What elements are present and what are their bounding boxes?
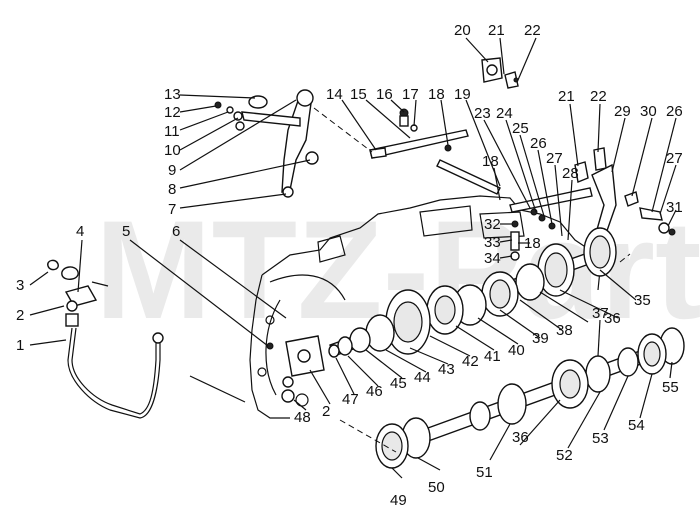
callout-13: 13 bbox=[164, 86, 181, 103]
callout-45: 45 bbox=[390, 375, 407, 392]
leader-lines bbox=[29, 37, 677, 479]
callout-12: 12 bbox=[164, 104, 181, 121]
detent-parts bbox=[624, 191, 676, 236]
callout-54: 54 bbox=[628, 417, 645, 434]
callout-14: 14 bbox=[326, 86, 343, 103]
callout-18: 18 bbox=[482, 153, 499, 170]
callout-2: 2 bbox=[322, 403, 330, 420]
callout-1: 1 bbox=[16, 337, 24, 354]
callout-17: 17 bbox=[402, 86, 419, 103]
callout-52: 52 bbox=[556, 447, 573, 464]
callout-18: 18 bbox=[524, 235, 541, 252]
callout-24: 24 bbox=[496, 105, 513, 122]
callout-48: 48 bbox=[294, 409, 311, 426]
callout-30: 30 bbox=[640, 103, 657, 120]
callout-51: 51 bbox=[476, 464, 493, 481]
callout-34: 34 bbox=[484, 250, 501, 267]
callout-11: 11 bbox=[164, 123, 180, 140]
callout-18: 18 bbox=[428, 86, 445, 103]
callout-2: 2 bbox=[16, 307, 24, 324]
callout-38: 38 bbox=[556, 322, 573, 339]
callout-labels: 1 2 2 3 4 5 6 7 8 9 10 11 12 13 14 15 16… bbox=[16, 22, 683, 509]
callout-42: 42 bbox=[462, 353, 479, 370]
callout-6: 6 bbox=[172, 223, 180, 240]
callout-49: 49 bbox=[390, 492, 407, 509]
callout-41: 41 bbox=[484, 348, 501, 365]
callout-23: 23 bbox=[474, 105, 491, 122]
callout-5: 5 bbox=[122, 223, 130, 240]
callout-22: 22 bbox=[590, 88, 607, 105]
callout-27: 27 bbox=[546, 150, 563, 167]
callout-29: 29 bbox=[614, 103, 631, 120]
callout-7: 7 bbox=[168, 201, 176, 218]
callout-47: 47 bbox=[342, 391, 359, 408]
callout-22: 22 bbox=[524, 22, 541, 39]
callout-32: 32 bbox=[484, 216, 501, 233]
callout-33: 33 bbox=[484, 234, 501, 251]
callout-36: 36 bbox=[604, 310, 621, 327]
callout-26: 26 bbox=[666, 103, 683, 120]
callout-28: 28 bbox=[562, 165, 579, 182]
callout-8: 8 bbox=[168, 181, 176, 198]
cover-plate bbox=[189, 335, 325, 403]
callout-25: 25 bbox=[512, 120, 529, 137]
lower-shaft bbox=[375, 327, 685, 469]
callout-43: 43 bbox=[438, 361, 455, 378]
upper-shaft bbox=[328, 227, 617, 358]
callout-16: 16 bbox=[376, 86, 393, 103]
callout-21: 21 bbox=[558, 88, 575, 105]
shift-rod-upper bbox=[369, 108, 469, 159]
callout-19: 19 bbox=[454, 86, 471, 103]
callout-44: 44 bbox=[414, 369, 431, 386]
callout-31: 31 bbox=[666, 199, 683, 216]
callout-55: 55 bbox=[662, 379, 679, 396]
callout-40: 40 bbox=[508, 342, 525, 359]
callout-46: 46 bbox=[366, 383, 383, 400]
callout-36: 36 bbox=[512, 429, 529, 446]
oil-line-assembly bbox=[47, 259, 164, 419]
callout-27: 27 bbox=[666, 150, 683, 167]
callout-50: 50 bbox=[428, 479, 445, 496]
shift-lever-assembly bbox=[214, 89, 319, 198]
spring-ball-set bbox=[510, 220, 520, 261]
callout-39: 39 bbox=[532, 330, 549, 347]
callout-20: 20 bbox=[454, 22, 471, 39]
callout-10: 10 bbox=[164, 142, 181, 159]
callout-15: 15 bbox=[350, 86, 367, 103]
callout-26: 26 bbox=[530, 135, 547, 152]
callout-37: 37 bbox=[592, 305, 609, 322]
callout-21: 21 bbox=[488, 22, 505, 39]
callout-3: 3 bbox=[16, 277, 24, 294]
callout-9: 9 bbox=[168, 162, 176, 179]
callout-35: 35 bbox=[634, 292, 651, 309]
callout-4: 4 bbox=[76, 223, 84, 240]
callout-53: 53 bbox=[592, 430, 609, 447]
